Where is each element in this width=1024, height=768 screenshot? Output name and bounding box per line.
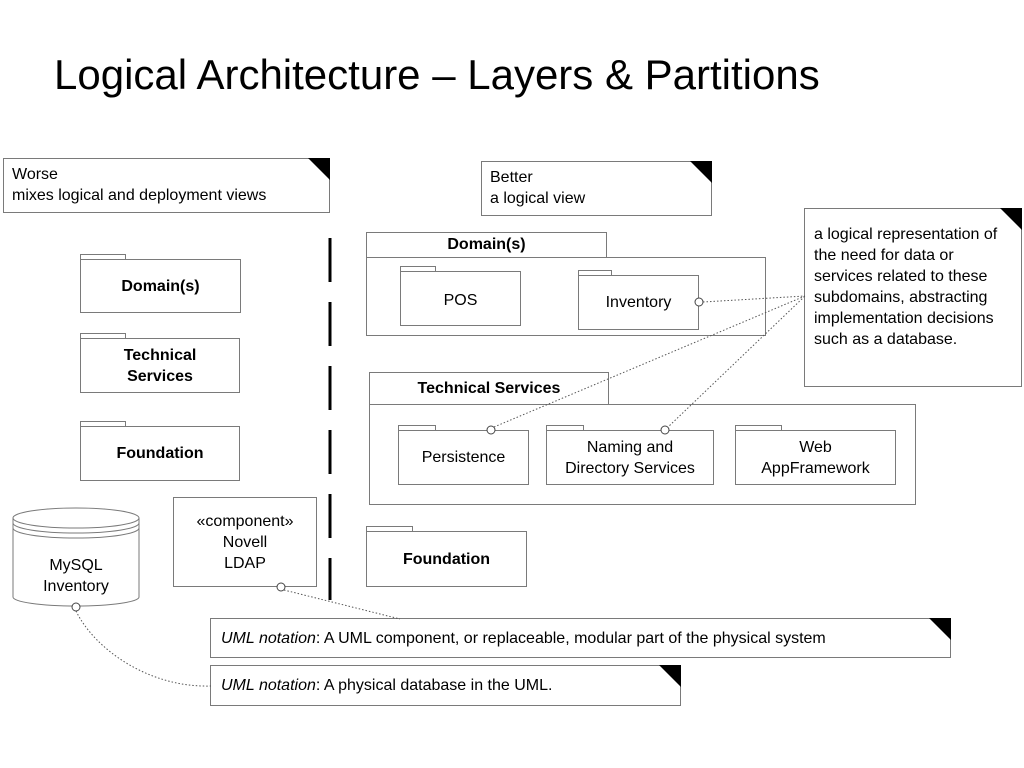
- side-note: a logical representation of the need for…: [804, 208, 1022, 387]
- package-tab: [400, 266, 436, 272]
- database-subname: Inventory: [43, 578, 109, 595]
- inventory-package: Inventory: [578, 275, 699, 330]
- database-name: MySQL: [49, 557, 103, 574]
- connector-persistence: [493, 295, 806, 428]
- anchor-component: [276, 582, 286, 592]
- component-name-line2: LDAP: [224, 555, 266, 572]
- persistence-label: Persistence: [421, 449, 506, 466]
- connector-inventory: [702, 295, 806, 303]
- right-foundation-label: Foundation: [402, 550, 491, 568]
- package-tab: [366, 526, 413, 532]
- left-tech-package: Technical Services: [80, 338, 240, 393]
- naming-label: Naming and Directory Services: [565, 438, 695, 477]
- better-note: Better a logical view: [481, 161, 712, 216]
- note-fold-icon: [1000, 208, 1022, 230]
- left-domain-package: Domain(s): [80, 259, 241, 313]
- naming-package: Naming and Directory Services: [546, 430, 714, 485]
- note-fold-icon: [929, 618, 951, 640]
- worse-note-text: mixes logical and deployment views: [12, 187, 267, 204]
- connector-database: [75, 610, 212, 687]
- package-tab: [546, 425, 584, 431]
- persistence-package: Persistence: [398, 430, 529, 485]
- inventory-label: Inventory: [605, 294, 672, 311]
- uml-component-note: UML notation: A UML component, or replac…: [210, 618, 951, 658]
- uml-db-note-text: : A physical database in the UML.: [315, 677, 553, 694]
- uml-db-note-prefix: UML notation: [221, 677, 316, 694]
- left-foundation-package: Foundation: [80, 426, 240, 481]
- left-foundation-label: Foundation: [116, 445, 204, 462]
- component-name-line1: Novell: [222, 534, 268, 551]
- better-note-heading: Better: [490, 169, 533, 186]
- page-title: Logical Architecture – Layers & Partitio…: [54, 51, 820, 98]
- better-note-text: a logical view: [490, 190, 586, 207]
- pos-package: POS: [400, 271, 521, 326]
- anchor-persistence: [486, 425, 496, 435]
- right-tech-title: Technical Services: [369, 372, 609, 405]
- connector-naming: [666, 295, 806, 429]
- left-domain-label: Domain(s): [121, 277, 200, 295]
- uml-component-note-text: : A UML component, or replaceable, modul…: [315, 630, 826, 647]
- anchor-database: [71, 602, 81, 612]
- connector-component: [283, 589, 401, 620]
- note-fold-icon: [690, 161, 712, 183]
- package-tab: [578, 270, 612, 276]
- package-tab: [80, 333, 126, 339]
- note-fold-icon: [308, 158, 330, 180]
- database-label: MySQL Inventory: [13, 555, 139, 597]
- package-tab: [735, 425, 782, 431]
- ldap-component: «component» Novell LDAP: [173, 497, 317, 587]
- package-tab: [80, 254, 126, 260]
- pos-label: POS: [443, 292, 478, 309]
- anchor-inventory: [694, 297, 704, 307]
- note-fold-icon: [659, 665, 681, 687]
- package-tab: [398, 425, 436, 431]
- worse-note: Worse mixes logical and deployment views: [3, 158, 330, 213]
- right-domain-title: Domain(s): [366, 232, 607, 258]
- worse-note-heading: Worse: [12, 166, 58, 183]
- web-label: Web AppFramework: [761, 438, 870, 477]
- left-tech-label: Technical Services: [123, 346, 197, 385]
- web-package: Web AppFramework: [735, 430, 896, 485]
- component-stereotype: «component»: [196, 513, 294, 530]
- package-tab: [80, 421, 126, 427]
- anchor-naming: [660, 425, 670, 435]
- uml-component-note-prefix: UML notation: [221, 630, 316, 647]
- side-note-text: a logical representation of the need for…: [814, 226, 998, 348]
- uml-db-note: UML notation: A physical database in the…: [210, 665, 681, 706]
- right-foundation-package: Foundation: [366, 531, 527, 587]
